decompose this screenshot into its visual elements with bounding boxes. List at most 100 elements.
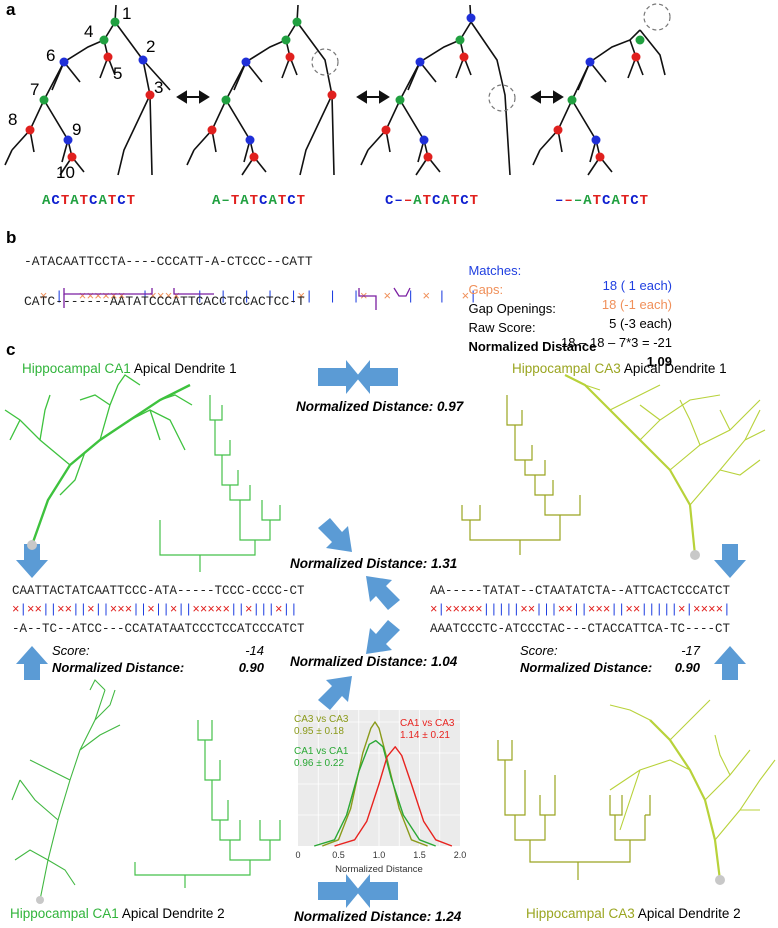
sequence-letter: C bbox=[117, 193, 127, 209]
sequence-letter: A bbox=[98, 193, 108, 209]
distance-label-bottom: Normalized Distance: 1.24 bbox=[294, 909, 462, 924]
node-number: 4 bbox=[84, 22, 94, 41]
sequence-letter: A bbox=[212, 193, 222, 209]
panel-label-c: c bbox=[6, 340, 16, 359]
node-number: 5 bbox=[113, 64, 123, 83]
dendrogram-ca3-1 bbox=[461, 395, 581, 555]
sequence-letter: C bbox=[460, 193, 470, 209]
neuron-ca1-dendrite-2 bbox=[11, 679, 121, 901]
sequence-letter: C bbox=[630, 193, 640, 209]
sequence-letter: T bbox=[422, 193, 433, 209]
left-alignment-bottom: -A--TC--ATCC---CCATATAATCCCTCCATCCCATCT bbox=[12, 622, 305, 636]
tree-sequence-4: –––ATCATCT bbox=[555, 193, 649, 209]
sequence-letter: A bbox=[611, 193, 621, 209]
x-tick-label: 2.0 bbox=[454, 850, 467, 860]
sequence-letter: A bbox=[413, 193, 423, 209]
sequence-letter: C bbox=[51, 193, 61, 209]
sequence-letter: C bbox=[287, 193, 297, 209]
sequence-letter: – bbox=[221, 193, 231, 209]
sequence-letter: A bbox=[70, 193, 80, 209]
sequence-letter: T bbox=[639, 193, 650, 209]
sequence-letter: – bbox=[555, 193, 565, 209]
right-score-row: Score: -17 bbox=[520, 643, 700, 658]
sequence-letter: T bbox=[469, 193, 480, 209]
sequence-letter: C bbox=[602, 193, 612, 209]
stat-normalized-distance: Normalized Distance 1.09 bbox=[468, 339, 672, 369]
stat-gaps: Gaps: 18 (-1 each) bbox=[468, 282, 672, 312]
sequence-letter: C bbox=[89, 193, 99, 209]
gap-brackets bbox=[63, 287, 411, 310]
sequence-letter: T bbox=[126, 193, 137, 209]
x-tick-label: 1.0 bbox=[373, 850, 386, 860]
caption-ca3-dendrite-2: Hippocampal CA3 Apical Dendrite 2 bbox=[526, 906, 741, 921]
sequence-letter: A bbox=[583, 193, 593, 209]
alignment-top-sequence: -ATACAATTCCTA----CCCATT-A-CTCCC--CATT bbox=[24, 254, 313, 269]
stat-raw-score: Raw Score: 18 – 18 – 7*3 = -21 bbox=[468, 320, 672, 350]
sequence-letter: A bbox=[268, 193, 278, 209]
sequence-letter: A bbox=[441, 193, 451, 209]
right-alignment-bottom: AAATCCCTC-ATCCCTAC---CTACCATTCA-TC----CT bbox=[430, 622, 731, 636]
sequence-letter: A bbox=[240, 193, 250, 209]
tree-sequence-3: C––ATCATCT bbox=[385, 193, 479, 209]
tree-sequence-2: A–TATCATCT bbox=[212, 193, 306, 209]
node-number: 6 bbox=[46, 46, 56, 65]
sequence-letter: C bbox=[432, 193, 442, 209]
panel-label-a: a bbox=[6, 0, 16, 19]
caption-ca1-dendrite-2: Hippocampal CA1 Apical Dendrite 2 bbox=[10, 906, 225, 921]
sequence-letter: C bbox=[385, 193, 395, 209]
series-line bbox=[313, 739, 436, 847]
sequence-letter: T bbox=[277, 193, 288, 209]
distance-label-diagonal-1: Normalized Distance: 1.31 bbox=[290, 556, 458, 571]
series-line bbox=[322, 721, 428, 847]
caption-ca3-dendrite-1: Hippocampal CA3 Apical Dendrite 1 bbox=[512, 361, 727, 376]
alignment-stats: Matches: 18 ( 1 each) Gaps: 18 (-1 each)… bbox=[454, 248, 672, 369]
panel-label-b: b bbox=[6, 228, 17, 247]
sequence-letter: T bbox=[249, 193, 260, 209]
node-number: 3 bbox=[154, 78, 164, 97]
node-number: 9 bbox=[72, 120, 82, 139]
right-alignment-top: AA-----TATAT--CTAATATCTA--ATTCACTCCCATCT bbox=[430, 584, 731, 598]
sequence-letter: – bbox=[564, 193, 574, 209]
sequence-letter: T bbox=[230, 193, 241, 209]
right-score-block: Score: -17 Normalized Distance: 0.90 bbox=[520, 643, 700, 677]
left-normalized-row: Normalized Distance: 0.90 bbox=[52, 660, 264, 675]
neuron-ca3-dendrite-2 bbox=[609, 699, 776, 881]
stat-matches: Matches: 18 ( 1 each) bbox=[468, 263, 672, 293]
legend-ca1-vs-ca3: CA1 vs CA3 1.14 ± 0.21 bbox=[400, 718, 455, 741]
sequence-letter: T bbox=[620, 193, 631, 209]
sequence-letter: C bbox=[259, 193, 269, 209]
distance-label-top: Normalized Distance: 0.97 bbox=[296, 399, 464, 414]
sequence-letter: – bbox=[403, 193, 414, 209]
distance-label-diagonal-2: Normalized Distance: 1.04 bbox=[290, 654, 458, 669]
node-number: 2 bbox=[146, 37, 156, 56]
node-number: 10 bbox=[56, 163, 75, 182]
sequence-letter: – bbox=[573, 193, 584, 209]
dendrogram-ca3-2 bbox=[497, 740, 651, 880]
series-line bbox=[334, 746, 453, 847]
sequence-letter: T bbox=[592, 193, 603, 209]
legend-ca3-vs-ca3: CA3 vs CA3 0.95 ± 0.18 bbox=[294, 714, 349, 737]
sequence-letter: T bbox=[296, 193, 307, 209]
right-alignment-matches: ×|×××××|||||××|||××||×××||××|||||×|××××| bbox=[430, 603, 731, 617]
legend-ca1-vs-ca1: CA1 vs CA1 0.96 ± 0.22 bbox=[294, 746, 349, 769]
x-axis-label: Normalized Distance bbox=[335, 864, 423, 875]
stat-gap-openings: Gap Openings: 5 (-3 each) bbox=[468, 301, 672, 331]
sequence-letter: T bbox=[60, 193, 71, 209]
alignment-bottom-sequence: CATC-------AATATCCCATTCACCTCCACTCC-T bbox=[24, 294, 305, 309]
tree-sequence-1: ACTATCATCT bbox=[42, 193, 136, 209]
sequence-letter: A bbox=[42, 193, 52, 209]
sequence-letter: – bbox=[394, 193, 404, 209]
node-number: 7 bbox=[30, 80, 40, 99]
left-score-row: Score: -14 bbox=[52, 643, 264, 658]
x-tick-label: 0.5 bbox=[332, 850, 345, 860]
caption-ca1-dendrite-1: Hippocampal CA1 Apical Dendrite 1 bbox=[22, 361, 237, 376]
node-number: 8 bbox=[8, 110, 18, 129]
neuron-ca1-dendrite-1 bbox=[4, 374, 193, 546]
left-alignment-top: CAATTACTATCAATTCCC-ATA-----TCCC-CCCC-CT bbox=[12, 584, 305, 598]
sequence-letter: T bbox=[450, 193, 461, 209]
sequence-letter: T bbox=[107, 193, 118, 209]
sequence-letter: T bbox=[79, 193, 90, 209]
